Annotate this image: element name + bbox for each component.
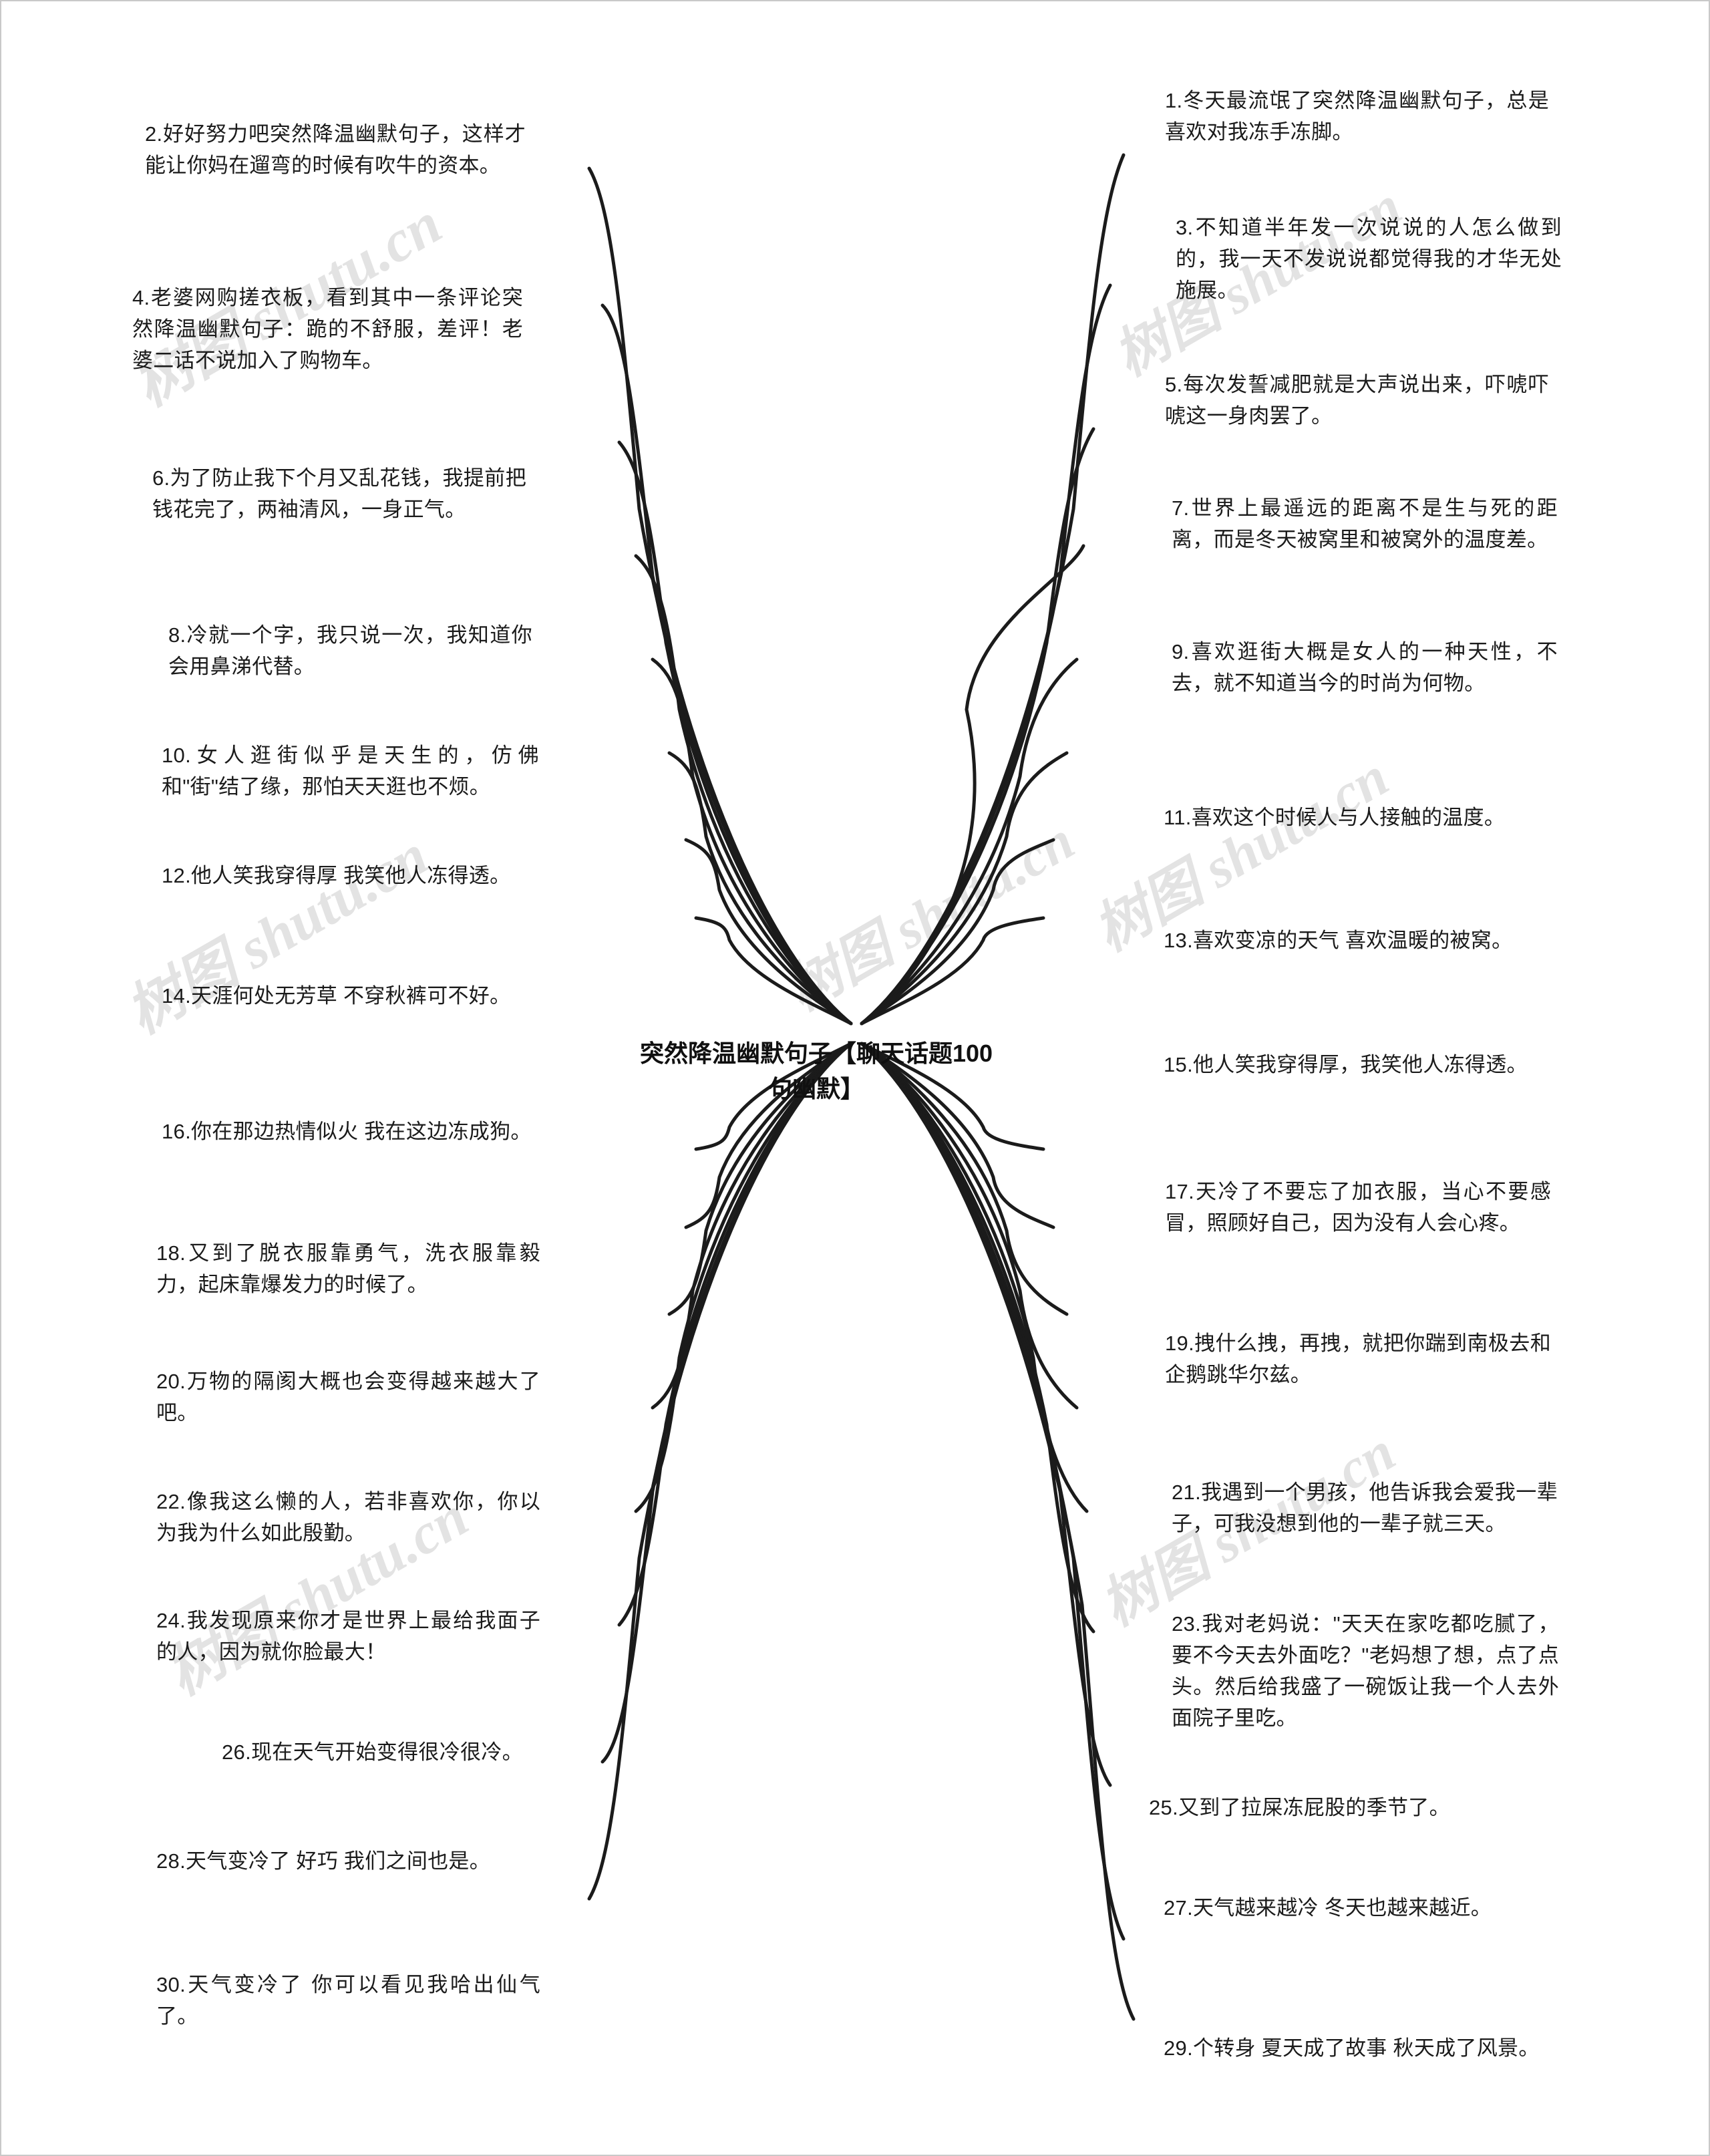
topic-label: 2.好好努力吧突然降温幽默句子，这样才能让你妈在遛弯的时候有吹牛的资本。 [145,122,526,178]
topic-label: 25.又到了拉屎冻屁股的季节了。 [1149,1796,1450,1819]
topic-label: 23.我对老妈说："天天在家吃都吃腻了，要不今天去外面吃？"老妈想了想，点了点头… [1172,1612,1559,1730]
topic-label: 5.每次发誓减肥就是大声说出来，吓唬吓唬这一身肉罢了。 [1165,373,1549,428]
topic-node-8[interactable]: 8.冷就一个字，我只说一次，我知道你会用鼻涕代替。 [168,619,532,682]
watermark: 树图 shutu.cn [777,809,1084,1022]
topic-label: 6.为了防止我下个月又乱花钱，我提前把钱花完了，两袖清风，一身正气。 [152,466,526,522]
topic-node-24[interactable]: 24.我发现原来你才是世界上最给我面子的人，因为就你脸最大！ [156,1605,540,1668]
topic-label: 19.拽什么拽，再拽，就把你踹到南极去和企鹅跳华尔兹。 [1165,1332,1551,1387]
topic-node-14[interactable]: 14.天涯何处无芳草 不穿秋裤可不好。 [162,980,539,1012]
topic-label: 28.天气变冷了 好巧 我们之间也是。 [156,1849,491,1873]
topic-node-9[interactable]: 9.喜欢逛街大概是女人的一种天性，不去，就不知道当今的时尚为何物。 [1172,636,1558,699]
topic-node-26[interactable]: 26.现在天气开始变得很冷很冷。 [222,1736,542,1768]
topic-node-10[interactable]: 10.女人逛街似乎是天生的，仿佛和"街"结了缘，那怕天天逛也不烦。 [162,740,539,802]
topic-node-19[interactable]: 19.拽什么拽，再拽，就把你踹到南极去和企鹅跳华尔兹。 [1165,1328,1551,1390]
topic-label: 4.老婆网购搓衣板，看到其中一条评论突然降温幽默句子：跪的不舒服，差评！老婆二话… [132,286,523,373]
center-topic-label: 突然降温幽默句子【聊天话题100句幽默】 [639,1040,993,1103]
topic-label: 29.个转身 夏天成了故事 秋天成了风景。 [1164,2036,1540,2060]
topic-node-15[interactable]: 15.他人笑我穿得厚，我笑他人冻得透。 [1164,1049,1550,1080]
topic-node-16[interactable]: 16.你在那边热情似火 我在这边冻成狗。 [162,1116,539,1147]
topic-label: 13.喜欢变凉的天气 喜欢温暖的被窝。 [1164,929,1513,952]
topic-label: 30.天气变冷了 你可以看见我哈出仙气了。 [156,1973,540,2028]
topic-label: 8.冷就一个字，我只说一次，我知道你会用鼻涕代替。 [168,623,532,679]
topic-node-3[interactable]: 3.不知道半年发一次说说的人怎么做到的，我一天不发说说都觉得我的才华无处施展。 [1176,212,1562,306]
topic-label: 3.不知道半年发一次说说的人怎么做到的，我一天不发说说都觉得我的才华无处施展。 [1176,216,1562,303]
topic-label: 26.现在天气开始变得很冷很冷。 [222,1740,523,1764]
topic-node-11[interactable]: 11.喜欢这个时候人与人接触的温度。 [1164,802,1550,833]
center-topic-node[interactable]: 突然降温幽默句子【聊天话题100句幽默】 [629,1036,1003,1107]
topic-label: 24.我发现原来你才是世界上最给我面子的人，因为就你脸最大！ [156,1609,540,1664]
topic-node-29[interactable]: 29.个转身 夏天成了故事 秋天成了风景。 [1164,2032,1550,2064]
topic-label: 17.天冷了不要忘了加衣服，当心不要感冒，照顾好自己，因为没有人会心疼。 [1165,1180,1551,1235]
topic-node-5[interactable]: 5.每次发誓减肥就是大声说出来，吓唬吓唬这一身肉罢了。 [1165,369,1549,432]
topic-label: 9.喜欢逛街大概是女人的一种天性，不去，就不知道当今的时尚为何物。 [1172,640,1558,696]
topic-label: 12.他人笑我穿得厚 我笑他人冻得透。 [162,864,511,887]
topic-node-27[interactable]: 27.天气越来越冷 冬天也越来越近。 [1164,1892,1550,1923]
topic-label: 7.世界上最遥远的距离不是生与死的距离，而是冬天被窝里和被窝外的温度差。 [1172,496,1558,552]
topic-label: 22.像我这么懒的人，若非喜欢你，你以为我为什么如此殷勤。 [156,1490,540,1545]
topic-label: 21.我遇到一个男孩，他告诉我会爱我一辈子，可我没想到他的一辈子就三天。 [1172,1481,1558,1536]
topic-node-13[interactable]: 13.喜欢变凉的天气 喜欢温暖的被窝。 [1164,925,1550,956]
topic-node-30[interactable]: 30.天气变冷了 你可以看见我哈出仙气了。 [156,1969,540,2032]
topic-node-18[interactable]: 18.又到了脱衣服靠勇气，洗衣服靠毅力，起床靠爆发力的时候了。 [156,1237,540,1300]
topic-node-22[interactable]: 22.像我这么懒的人，若非喜欢你，你以为我为什么如此殷勤。 [156,1486,540,1549]
topic-node-28[interactable]: 28.天气变冷了 好巧 我们之间也是。 [156,1845,540,1877]
topic-node-2[interactable]: 2.好好努力吧突然降温幽默句子，这样才能让你妈在遛弯的时候有吹牛的资本。 [145,118,526,181]
topic-node-6[interactable]: 6.为了防止我下个月又乱花钱，我提前把钱花完了，两袖清风，一身正气。 [152,462,526,525]
topic-label: 18.又到了脱衣服靠勇气，洗衣服靠毅力，起床靠爆发力的时候了。 [156,1241,540,1297]
topic-label: 14.天涯何处无芳草 不穿秋裤可不好。 [162,984,511,1008]
topic-label: 27.天气越来越冷 冬天也越来越近。 [1164,1896,1492,1919]
topic-label: 11.喜欢这个时候人与人接触的温度。 [1164,806,1506,829]
topic-node-7[interactable]: 7.世界上最遥远的距离不是生与死的距离，而是冬天被窝里和被窝外的温度差。 [1172,492,1558,555]
topic-label: 1.冬天最流氓了突然降温幽默句子，总是喜欢对我冻手冻脚。 [1165,89,1549,144]
topic-node-12[interactable]: 12.他人笑我穿得厚 我笑他人冻得透。 [162,860,539,891]
topic-label: 20.万物的隔阂大概也会变得越来越大了吧。 [156,1370,540,1425]
topic-node-23[interactable]: 23.我对老妈说："天天在家吃都吃腻了，要不今天去外面吃？"老妈想了想，点了点头… [1172,1608,1559,1734]
topic-node-21[interactable]: 21.我遇到一个男孩，他告诉我会爱我一辈子，可我没想到他的一辈子就三天。 [1172,1477,1558,1539]
topic-label: 16.你在那边热情似火 我在这边冻成狗。 [162,1120,532,1143]
topic-node-4[interactable]: 4.老婆网购搓衣板，看到其中一条评论突然降温幽默句子：跪的不舒服，差评！老婆二话… [132,282,523,376]
topic-node-1[interactable]: 1.冬天最流氓了突然降温幽默句子，总是喜欢对我冻手冻脚。 [1165,85,1549,148]
topic-label: 10.女人逛街似乎是天生的，仿佛和"街"结了缘，那怕天天逛也不烦。 [162,744,539,799]
topic-label: 15.他人笑我穿得厚，我笑他人冻得透。 [1164,1053,1528,1076]
watermark: 树图 shutu.cn [116,822,439,1046]
topic-node-17[interactable]: 17.天冷了不要忘了加衣服，当心不要感冒，照顾好自己，因为没有人会心疼。 [1165,1176,1551,1239]
topic-node-20[interactable]: 20.万物的隔阂大概也会变得越来越大了吧。 [156,1366,540,1428]
topic-node-25[interactable]: 25.又到了拉屎冻屁股的季节了。 [1149,1792,1535,1823]
